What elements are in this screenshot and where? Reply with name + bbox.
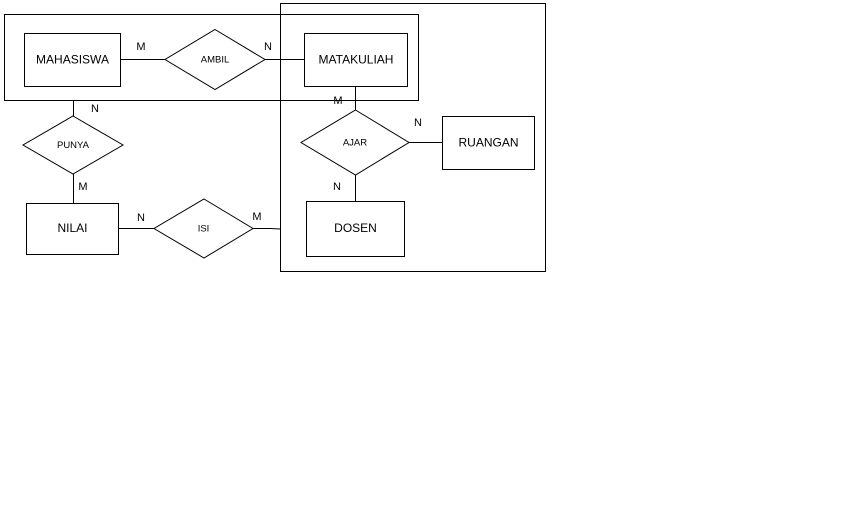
relationship-ambil[interactable]: AMBIL: [164, 28, 266, 91]
relationship-label: AJAR: [343, 138, 367, 149]
cardinality-ajar-ruangan: N: [414, 117, 422, 129]
entity-label: MATAKULIAH: [319, 53, 394, 67]
cardinality-ajar-matakuliah: M: [333, 95, 342, 107]
relationship-label: AMBIL: [201, 55, 230, 66]
entity-label: DOSEN: [334, 221, 377, 235]
entity-label: MAHASISWA: [36, 53, 109, 67]
relationship-ajar[interactable]: AJAR: [300, 109, 410, 176]
cardinality-ambil-matakuliah: N: [264, 41, 272, 53]
relationship-label: ISI: [198, 224, 210, 235]
relationship-label: PUNYA: [57, 140, 90, 151]
aggregation-box-ambil: [4, 14, 419, 101]
cardinality-isi-aggregate: M: [252, 211, 261, 223]
cardinality-punya-nilai: M: [78, 181, 87, 193]
entity-ruangan[interactable]: RUANGAN: [442, 116, 535, 170]
entity-matakuliah[interactable]: MATAKULIAH: [304, 33, 408, 87]
relationship-isi[interactable]: ISI: [153, 198, 254, 259]
entity-label: RUANGAN: [458, 136, 518, 150]
entity-dosen[interactable]: DOSEN: [306, 201, 405, 257]
cardinality-isi-nilai: N: [137, 212, 145, 224]
entity-label: NILAI: [57, 221, 87, 235]
entity-mahasiswa[interactable]: MAHASISWA: [24, 33, 121, 87]
aggregation-box-ajar: [280, 3, 546, 272]
cardinality-ambil-mahasiswa: M: [136, 41, 145, 53]
relationship-punya[interactable]: PUNYA: [22, 115, 124, 175]
line-isi-aggregate: [253, 228, 282, 230]
cardinality-punya-mahasiswa: N: [91, 103, 99, 115]
cardinality-ajar-dosen: N: [333, 181, 341, 193]
entity-nilai[interactable]: NILAI: [26, 203, 119, 255]
